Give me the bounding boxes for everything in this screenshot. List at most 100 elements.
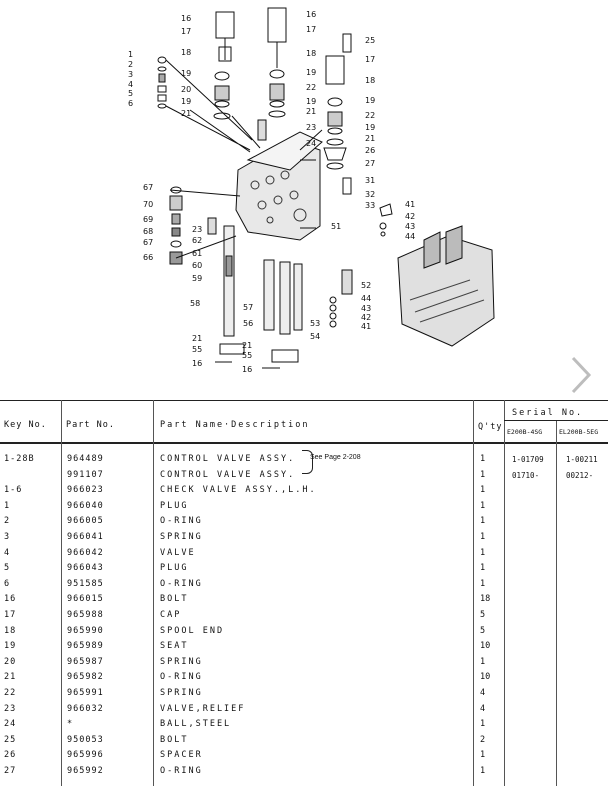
callout-number: 19 — [306, 68, 316, 77]
callout-number: 43 — [361, 304, 371, 313]
part-no-cell: 965987 — [67, 656, 104, 667]
callout-number: 25 — [365, 36, 375, 45]
part-no-cell: 965988 — [67, 609, 104, 620]
callout-number: 69 — [143, 215, 153, 224]
part-name-cell: O-RING — [160, 672, 203, 683]
table-header-rule — [0, 442, 608, 444]
callout-number: 55 — [242, 351, 252, 360]
part-no-cell: 965991 — [67, 687, 104, 698]
serial-subrule — [504, 420, 608, 421]
part-no-cell: 966015 — [67, 594, 104, 605]
table-row: 16 966015 BOLT 18 — [0, 592, 608, 608]
qty-cell: 1 — [480, 719, 486, 730]
part-no-cell: 966042 — [67, 547, 104, 558]
callout-number: 4 — [128, 80, 133, 89]
part-name-cell: CAP — [160, 609, 182, 620]
key-no-cell: 3 — [4, 531, 11, 542]
bracket — [302, 450, 313, 474]
callout-number: 26 — [365, 146, 375, 155]
col-divider — [504, 400, 505, 786]
qty-cell: 1 — [480, 500, 486, 511]
qty-cell: 1 — [480, 765, 486, 776]
table-top-rule — [0, 400, 608, 401]
part-name-cell: SPOOL END — [160, 625, 225, 636]
chevron-right-icon[interactable] — [563, 352, 597, 398]
part-no-cell: 966032 — [67, 703, 104, 714]
key-no-cell: 6 — [4, 578, 11, 589]
key-no-cell: 21 — [4, 672, 17, 683]
qty-cell: 1 — [480, 531, 486, 542]
part-name-cell: SPRING — [160, 656, 203, 667]
part-no-cell: 966005 — [67, 516, 104, 527]
callout-number: 24 — [306, 139, 316, 148]
key-no-cell: 27 — [4, 765, 17, 776]
part-no-cell: * — [67, 719, 74, 730]
col-divider — [556, 420, 557, 786]
callout-number: 20 — [181, 85, 191, 94]
callout-number: 18 — [365, 76, 375, 85]
callout-number: 23 — [192, 225, 202, 234]
key-no-cell: 17 — [4, 609, 17, 620]
callout-number: 60 — [192, 261, 202, 270]
callout-number: 5 — [128, 89, 133, 98]
qty-cell: 1 — [480, 547, 486, 558]
see-page-note[interactable]: See Page 2-208 — [310, 454, 361, 461]
callout-number: 41 — [361, 322, 371, 331]
callout-number: 70 — [143, 200, 153, 209]
key-no-cell: 1-6 — [4, 485, 23, 496]
callout-number: 33 — [365, 201, 375, 210]
callout-number: 52 — [361, 281, 371, 290]
callout-number: 21 — [181, 109, 191, 118]
part-no-cell: 964489 — [67, 454, 104, 464]
part-no-cell: 965989 — [67, 641, 104, 652]
callout-number: 27 — [365, 159, 375, 168]
serial-col2-cell: 00212- — [566, 470, 594, 480]
part-no-cell: 965990 — [67, 625, 104, 636]
key-no-cell: 25 — [4, 734, 17, 745]
key-no-cell: 20 — [4, 656, 17, 667]
callout-number: 17 — [365, 55, 375, 64]
qty-cell: 18 — [480, 594, 491, 605]
qty-cell: 1 — [480, 656, 486, 667]
callout-number: 22 — [306, 83, 316, 92]
part-no-cell: 950053 — [67, 734, 104, 745]
table-row: 18 965990 SPOOL END 5 — [0, 624, 608, 640]
callout-number: 18 — [181, 48, 191, 57]
key-no-cell: 4 — [4, 547, 11, 558]
callout-number: 18 — [306, 49, 316, 58]
callout-number: 16 — [192, 359, 202, 368]
callout-number: 21 — [365, 134, 375, 143]
callout-number: 31 — [365, 176, 375, 185]
part-no-cell: 966023 — [67, 485, 104, 496]
part-name-cell: O-RING — [160, 765, 203, 776]
qty-cell: 1 — [480, 485, 486, 496]
qty-cell: 1 — [480, 469, 486, 480]
callout-number: 19 — [181, 69, 191, 78]
key-no-cell: 22 — [4, 687, 17, 698]
qty-cell: 2 — [480, 734, 486, 745]
qty-cell: 1 — [480, 454, 486, 464]
callout-number: 54 — [310, 332, 320, 341]
col-divider — [473, 400, 474, 786]
callout-number: 51 — [331, 222, 341, 231]
callout-number: 21 — [192, 334, 202, 343]
part-name-cell: SPRING — [160, 531, 203, 542]
callout-number: 42 — [361, 313, 371, 322]
key-no-cell: 16 — [4, 594, 17, 605]
header-part-name: Part Name·Description — [160, 420, 310, 430]
key-no-cell: 18 — [4, 625, 17, 636]
callout-number: 55 — [192, 345, 202, 354]
qty-cell: 10 — [480, 641, 491, 652]
part-name-cell: BOLT — [160, 594, 189, 605]
callout-number: 19 — [306, 97, 316, 106]
header-serial: Serial No. — [512, 408, 584, 418]
qty-cell: 5 — [480, 625, 486, 636]
header-qty: Q'ty — [478, 422, 503, 432]
